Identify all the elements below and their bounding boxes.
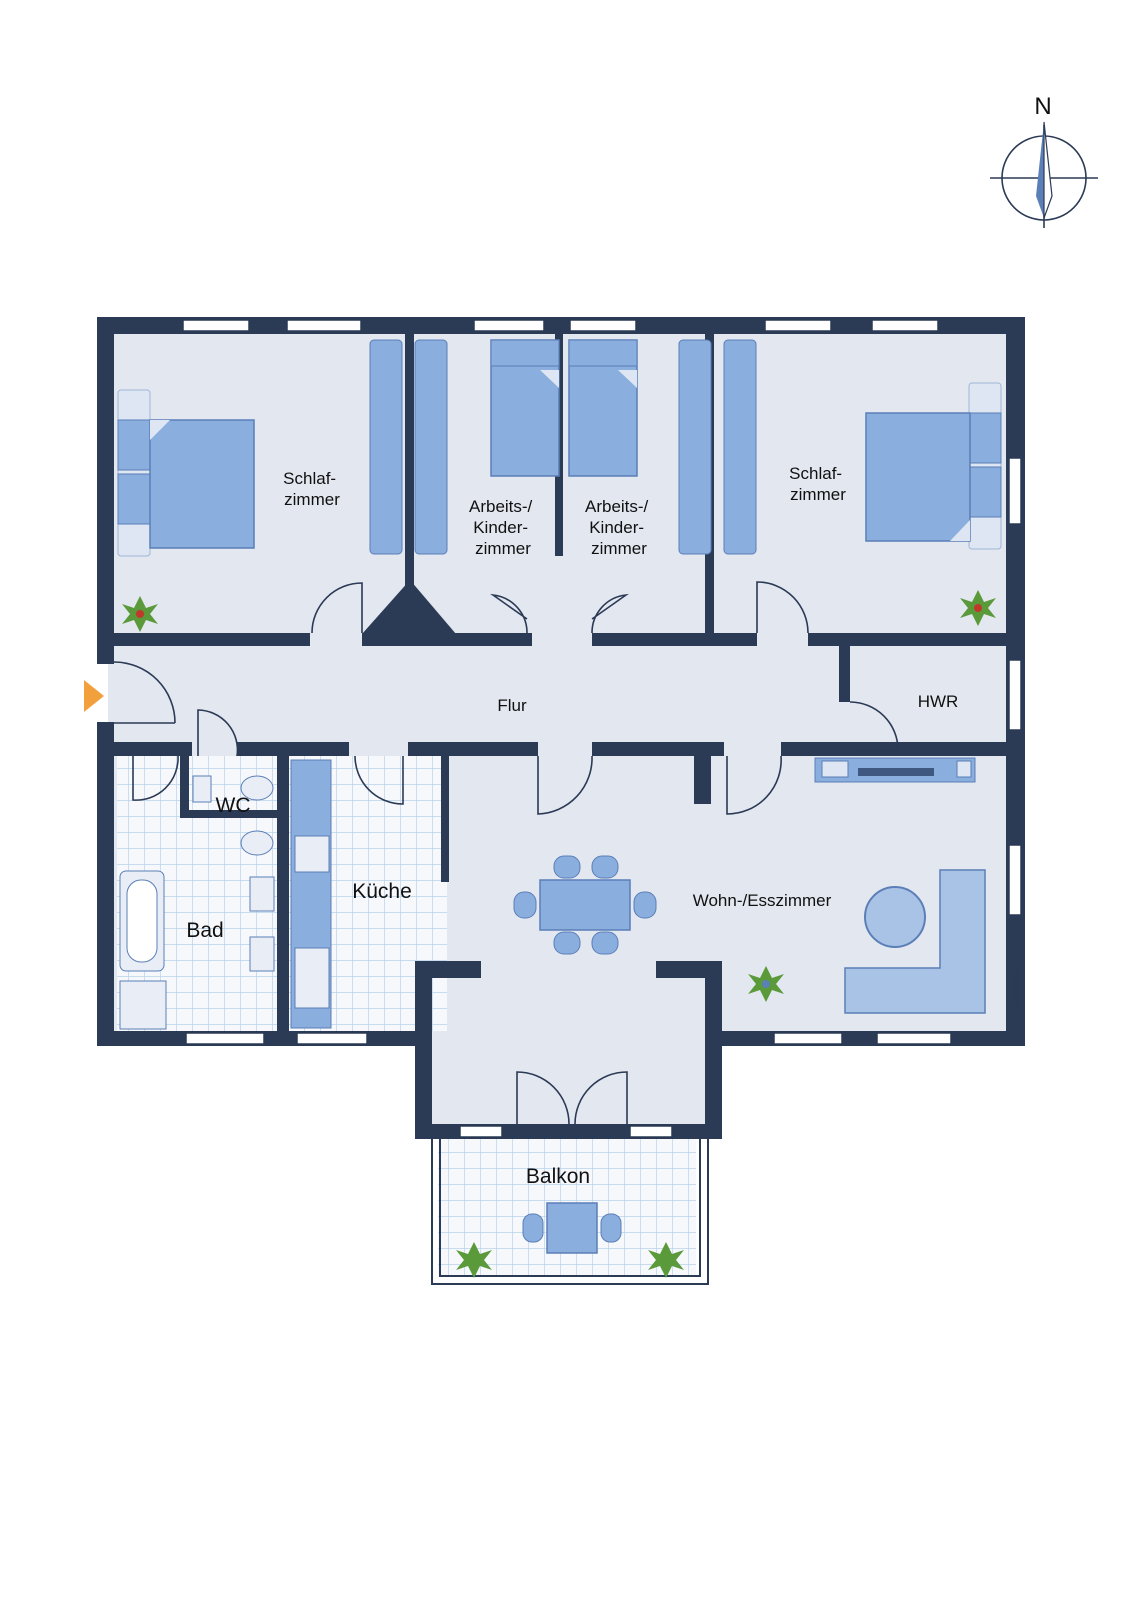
brand-logo: onOffice — [1012, 969, 1023, 1010]
wardrobe-left-b — [414, 339, 448, 555]
room-label-balkon: Balkon — [526, 1165, 590, 1188]
bed-single-b — [568, 339, 638, 477]
windows — [182, 319, 1022, 1138]
room-label-wc: WC — [216, 794, 251, 817]
toilet-icon — [192, 775, 274, 856]
room-label-kueche: Küche — [352, 880, 412, 903]
balcony-table — [522, 1202, 622, 1254]
plant-icon — [648, 1242, 684, 1278]
wardrobe-left-a — [369, 339, 403, 555]
shower-tray — [119, 980, 167, 1030]
room-label-schlafzimmer-left: Schlaf- zimmer — [283, 469, 341, 509]
plant-icon — [960, 590, 996, 626]
sofa — [844, 869, 986, 1014]
balcony-railing — [431, 1139, 709, 1285]
plant-icon — [456, 1242, 492, 1278]
bed-double-right — [865, 382, 1002, 550]
north-label: N — [1034, 93, 1051, 120]
bathtub — [119, 870, 165, 972]
bed-single-a — [490, 339, 560, 477]
room-label-schlafzimmer-right: Schlaf- zimmer — [789, 464, 847, 504]
room-label-kinderzimmer-left: Arbeits-/ Kinder- zimmer — [469, 497, 537, 558]
wardrobe-right-a — [678, 339, 712, 555]
doors — [113, 581, 899, 1125]
room-label-bad: Bad — [186, 919, 223, 942]
plant-icon — [748, 966, 784, 1002]
dining-table — [513, 855, 657, 955]
tv-sideboard — [814, 757, 976, 783]
bed-double-left — [117, 389, 255, 557]
room-label-flur: Flur — [497, 696, 527, 715]
sink-icon — [249, 876, 275, 972]
coffee-table — [864, 886, 926, 948]
kitchen-counter — [290, 759, 332, 1029]
wardrobe-right-b — [723, 339, 757, 555]
room-label-wohnzimmer: Wohn-/Esszimmer — [693, 891, 832, 910]
plant-icon — [122, 596, 158, 632]
room-label-hwr: HWR — [918, 692, 959, 711]
room-label-kinderzimmer-right: Arbeits-/ Kinder- zimmer — [585, 497, 653, 558]
entrance-arrow-icon — [84, 680, 104, 712]
compass: N — [990, 93, 1098, 228]
